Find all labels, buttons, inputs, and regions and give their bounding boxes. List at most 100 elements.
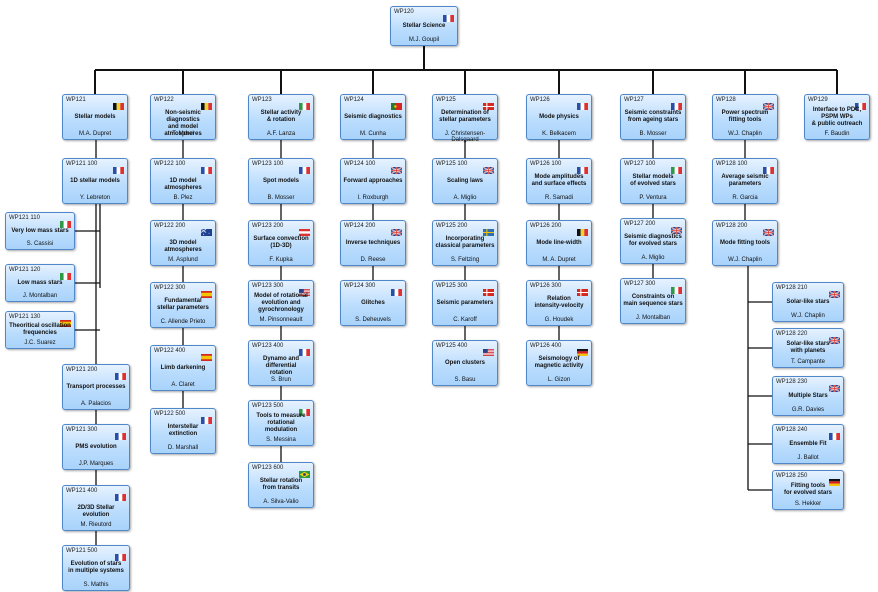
node-code: WP121 120	[9, 267, 41, 273]
node-code: WP125 400	[436, 343, 468, 349]
flag-fr-icon	[829, 427, 840, 440]
flag-us-icon	[299, 283, 310, 296]
node-title: Inverse techniques	[345, 240, 401, 246]
flag-fr-icon	[443, 9, 454, 22]
node-code: WP127 100	[624, 161, 656, 167]
node-lead: M. A. Dupret	[542, 257, 576, 263]
node-title: Tools to measure rotational modulation	[256, 413, 306, 433]
node-title: Stellar models of evolved stars	[630, 174, 676, 187]
node-lead: J.P. Marques	[78, 461, 114, 467]
node-title: Stellar rotation from transits	[259, 478, 303, 491]
node-code: WP122 100	[154, 161, 186, 167]
node-code: WP121	[66, 97, 86, 103]
node-code: WP123 400	[252, 343, 284, 349]
node-code: WP121 200	[66, 367, 98, 373]
flag-gb-icon	[828, 331, 841, 345]
node-title: Stellar Science	[402, 23, 446, 29]
flag-fr-icon	[577, 97, 588, 110]
node-title: Evolution of stars in multiple systems	[68, 561, 124, 574]
node-code: WP124 200	[344, 223, 376, 229]
node-code: WP127	[624, 97, 644, 103]
flag-fr-icon	[115, 427, 126, 440]
node-code: WP127 300	[624, 281, 656, 287]
node-lead: Y. Lebreton	[79, 195, 111, 201]
node-title: Multiple Stars	[788, 393, 828, 399]
flag-it-icon	[671, 281, 682, 294]
node-title: Fundamental stellar parameters	[157, 298, 209, 311]
node-lead: A. Palacios	[80, 401, 111, 407]
flag-pt-icon	[391, 97, 402, 110]
node-lead: M. Rieutord	[80, 522, 112, 528]
node-lead: J. Christensen-Dalsgaard	[444, 131, 486, 143]
node-code: WP125 200	[436, 223, 468, 229]
node-code: WP126 200	[530, 223, 562, 229]
flag-fr-icon	[115, 548, 126, 561]
node-code: WP122 400	[154, 348, 186, 354]
node-code: WP124 100	[344, 161, 376, 167]
flag-it-icon	[299, 97, 310, 110]
node-title: Forward approaches	[343, 178, 403, 184]
node-title: Solar-like stars with planets	[786, 341, 830, 354]
node-title: Stellar activity & rotation	[260, 110, 302, 123]
node-code: WP128 240	[776, 427, 808, 433]
flag-gb-icon	[828, 285, 841, 299]
flag-be-icon	[201, 97, 212, 110]
node-lead: C. Karoff	[453, 317, 477, 323]
flag-gb-icon	[390, 161, 403, 175]
node-lead: S. Deheuvels	[355, 317, 391, 323]
flag-dk-icon	[483, 283, 494, 296]
flag-gb-icon	[390, 223, 403, 237]
node-lead: P. Ventura	[639, 195, 667, 201]
node-lead: R. Samadi	[544, 195, 573, 201]
flag-fr-icon	[577, 161, 588, 174]
node-lead: J. Montalban	[22, 293, 58, 299]
flag-es-icon	[201, 348, 212, 361]
node-lead: M. Pinsonneault	[259, 317, 303, 323]
node-title: Average seismic parameters	[721, 174, 769, 187]
node-lead: M. Asplund	[168, 257, 198, 263]
flag-fr-icon	[299, 161, 310, 174]
flag-it-icon	[671, 161, 682, 174]
node-lead: A. Miglio	[453, 195, 477, 201]
node-title: Mode fitting tools	[720, 240, 770, 246]
node-code: WP121 300	[66, 427, 98, 433]
node-title: 2D/3D Stellar evolution	[77, 505, 115, 518]
flag-au-icon	[200, 223, 212, 236]
node-code: WP125	[436, 97, 456, 103]
node-code: WP124 300	[344, 283, 376, 289]
node-code: WP128	[716, 97, 736, 103]
node-title: Open clusters	[444, 360, 485, 366]
node-code: WP126	[530, 97, 550, 103]
node-title: Interface to PDC, PSPM WPs & public outr…	[811, 107, 863, 127]
node-title: Seismology of magnetic activity	[534, 356, 584, 369]
node-lead: S. Messina	[266, 437, 296, 443]
flag-at-icon	[299, 223, 310, 236]
node-lead: A. Claret	[171, 382, 195, 388]
flag-gb-icon	[482, 161, 495, 175]
node-title: Incorporating classical parameters	[435, 236, 495, 249]
node-lead: S. Brun	[270, 377, 291, 383]
flag-es-icon	[60, 314, 71, 327]
node-title: 3D model atmospheres	[164, 240, 202, 253]
node-lead: S. Basu	[454, 377, 476, 383]
flag-se-icon	[483, 223, 494, 236]
